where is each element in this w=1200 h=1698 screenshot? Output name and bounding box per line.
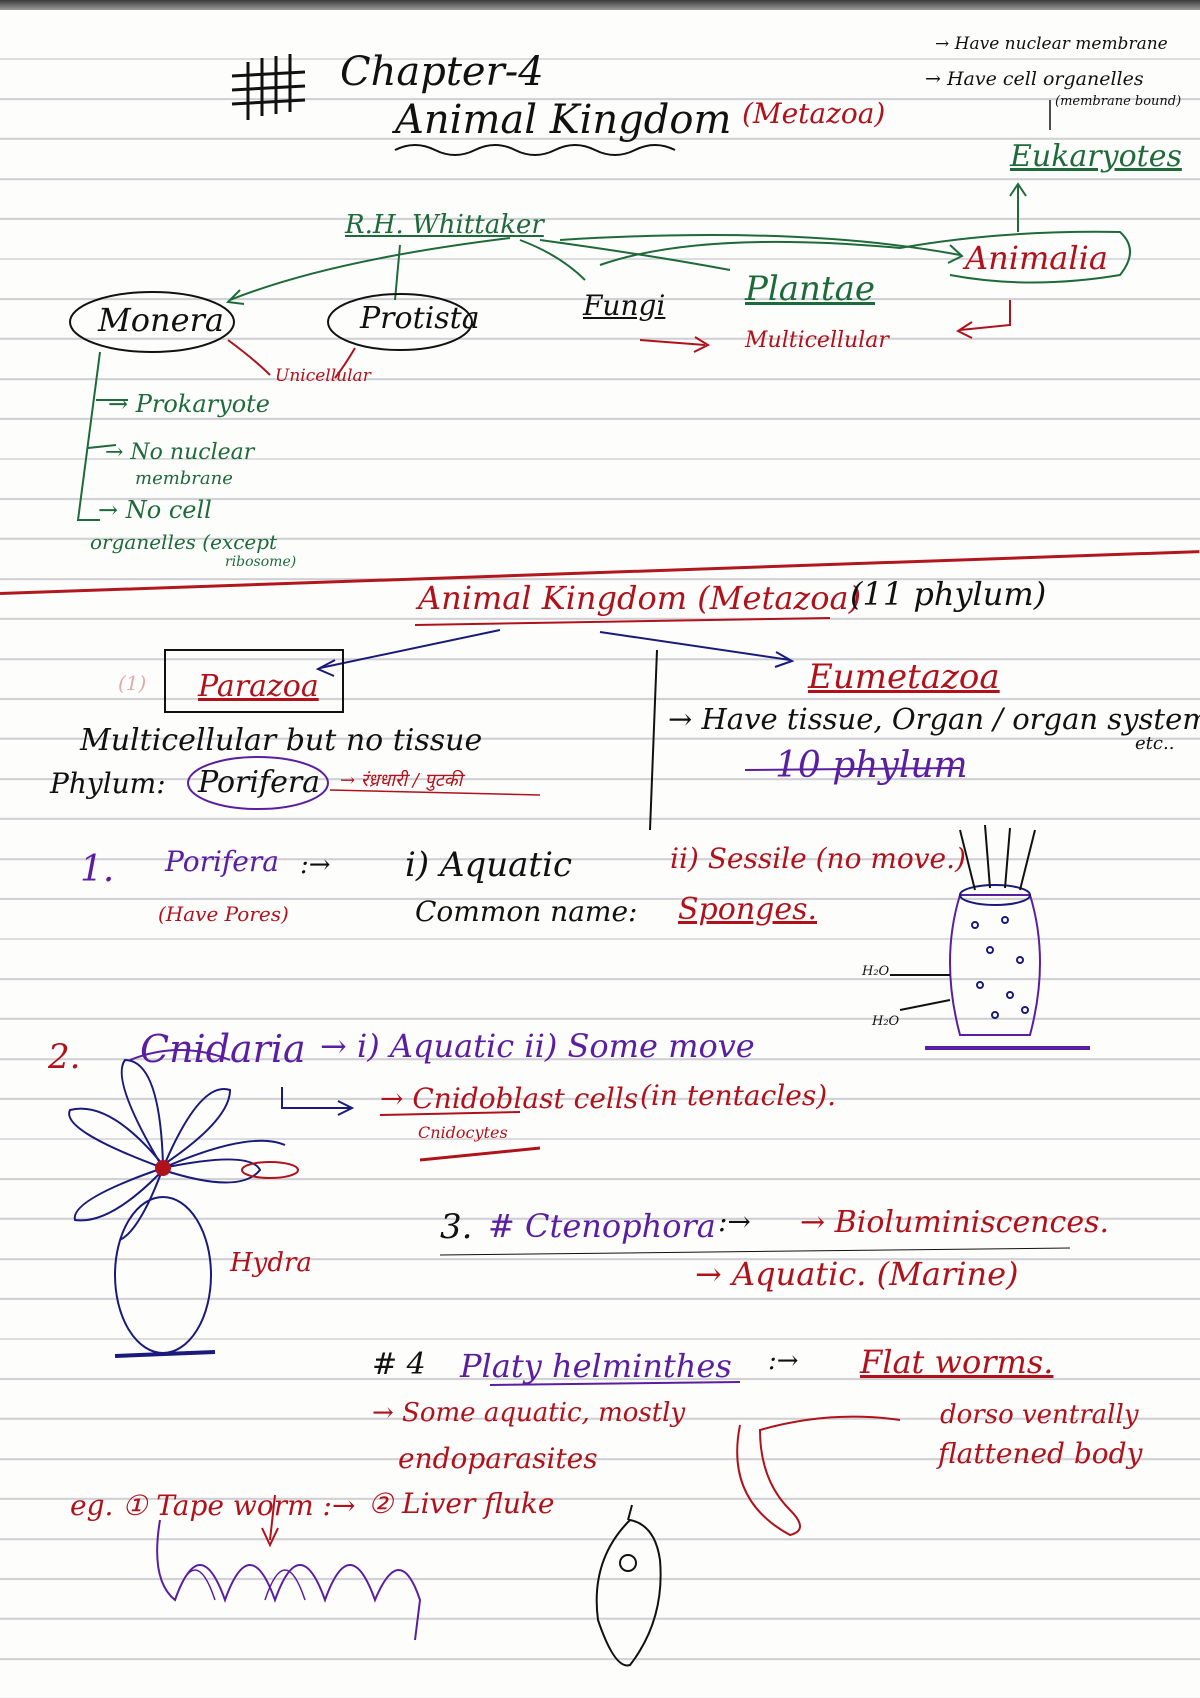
porifera-arrow: :→: [300, 850, 331, 880]
page-title: Animal Kingdom: [395, 97, 732, 143]
phylum-name: Porifera: [198, 765, 321, 800]
ctenophora-trait-2: → Aquatic. (Marine): [695, 1255, 1019, 1293]
header-note-1: → Have nuclear membrane: [935, 34, 1168, 54]
unicellular-label: Unicellular: [275, 366, 371, 386]
eumetazoa-etc: etc..: [1135, 733, 1175, 754]
cnidaria-cells: → Cnidoblast cells: [380, 1082, 639, 1115]
cnidaria-number: 2.: [48, 1037, 81, 1077]
platy-common: Flat worms.: [860, 1343, 1054, 1381]
porifera-common-value: Sponges.: [678, 892, 818, 927]
whittaker-label: R.H. Whittaker: [345, 210, 544, 240]
platy-example-1: eg. ① Tape worm :→: [70, 1489, 356, 1522]
kingdom-plantae: Plantae: [745, 269, 875, 309]
monera-circle: [69, 291, 235, 353]
sponge-label-2: H₂O: [872, 1014, 900, 1029]
platy-trait-2: endoparasites: [398, 1442, 598, 1475]
platy-name: Platy helminthes: [460, 1347, 732, 1385]
porifera-trait-1: i) Aquatic: [405, 845, 573, 885]
monera-point-3: → No cell: [98, 496, 212, 524]
ctenophora-trait-1: → Bioluminiscences.: [800, 1205, 1110, 1240]
platy-trait: → Some aquatic, mostly: [372, 1398, 686, 1428]
liver-fluke-diagram: [595, 1504, 662, 1667]
kingdom-fungi: Fungi: [583, 289, 666, 322]
kingdom-protista: Protista: [360, 301, 480, 336]
kingdom-animalia: Animalia: [965, 239, 1108, 277]
phylum-hindi: → रंध्रधारी / पुटकी: [340, 770, 463, 791]
porifera-name: Porifera: [165, 845, 279, 878]
ctenophora-arrow: :→: [718, 1205, 751, 1238]
porifera-trait-2: ii) Sessile (no move.): [670, 842, 966, 875]
header-note-3: (membrane bound): [1055, 94, 1182, 109]
hash-mark: [231, 54, 306, 120]
phylum-label: Phylum:: [50, 767, 166, 800]
porifera-note: (Have Pores): [158, 902, 289, 926]
kingdom-monera: Monera: [98, 301, 224, 339]
parazoa-number: (1): [118, 671, 147, 695]
parazoa-box: [164, 649, 344, 713]
eumetazoa-label: Eumetazoa: [808, 657, 1000, 697]
monera-point-2: → No nuclear: [105, 440, 255, 465]
hydra-label: Hydra: [230, 1248, 312, 1278]
sponge-label-1: H₂O: [862, 964, 890, 979]
porifera-number: 1.: [80, 849, 115, 890]
title-underline: [394, 144, 676, 156]
eumetazoa-desc: → Have tissue, Organ / organ system: [668, 702, 1200, 736]
protista-circle: [327, 293, 473, 351]
multicellular-label: Multicellular: [745, 328, 889, 353]
page-title-paren: (Metazoa): [742, 97, 886, 130]
whittaker-arrows: [225, 230, 1131, 305]
cnidaria-traits: → i) Aquatic ii) Some move: [320, 1027, 755, 1065]
platy-number: # 4: [372, 1347, 426, 1382]
phyla-count: (11 phylum): [850, 575, 1047, 613]
cnidaria-cells-note: (in tentacles).: [640, 1079, 837, 1112]
eumetazoa-count: 10 phylum: [775, 745, 968, 786]
parazoa-desc: Multicellular but no tissue: [80, 723, 483, 758]
platy-body: dorso ventrally: [940, 1400, 1139, 1430]
header-note-2: → Have cell organelles: [925, 68, 1144, 90]
page-top-edge: [0, 0, 1200, 10]
chapter-number: Chapter-4: [340, 49, 544, 95]
monera-point-3b: organelles (except: [90, 530, 278, 554]
kingdom-heading: Animal Kingdom (Metazoa): [418, 579, 862, 617]
monera-point-3c: ribosome): [225, 554, 297, 570]
tapeworm-diagram: [156, 1519, 422, 1641]
porifera-common: Common name:: [415, 895, 638, 928]
hydra-diagram: [68, 1058, 299, 1358]
platy-arrow: :→: [768, 1346, 799, 1376]
ctenophora-name: # Ctenophora: [488, 1207, 716, 1245]
sponge-diagram: [890, 824, 1090, 1050]
monera-point-1: → Prokaryote: [108, 390, 270, 418]
cnidaria-cells-alt: Cnidocytes: [418, 1123, 508, 1142]
cnidaria-name: Cnidaria: [140, 1027, 306, 1071]
monera-point-2b: membrane: [135, 468, 233, 489]
parazoa-label: Parazoa: [198, 669, 319, 704]
eukaryotes-label: Eukaryotes: [1010, 139, 1182, 174]
ctenophora-number: 3.: [440, 1207, 473, 1247]
platy-body-2: flattened body: [938, 1437, 1143, 1470]
platy-example-2: ② Liver fluke: [368, 1487, 555, 1520]
